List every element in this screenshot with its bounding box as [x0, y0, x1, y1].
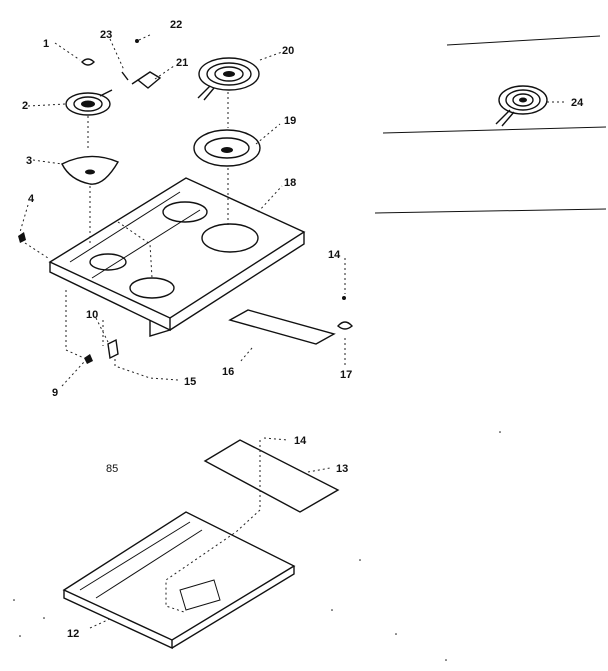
part-17-clip [337, 321, 353, 330]
callout-9: 9 [52, 387, 58, 399]
callout-24: 24 [571, 97, 584, 109]
part-19-drip-pan-large [193, 129, 261, 167]
part-2-surface-element-small [65, 89, 113, 116]
part-22-screw [135, 39, 139, 43]
scan-speckles [13, 431, 501, 661]
callout-13: 13 [336, 463, 348, 475]
callout-21: 21 [176, 57, 188, 69]
callout-22: 22 [170, 19, 182, 31]
callout-3: 3 [26, 155, 32, 167]
part-10-bracket [107, 338, 119, 360]
part-12-bottom-pan [62, 511, 296, 650]
part-16-channel [228, 309, 336, 345]
callout-4: 4 [28, 193, 35, 205]
part-9-screw [84, 354, 93, 364]
callout-14-upper: 14 [328, 249, 341, 261]
callout-17: 17 [340, 369, 352, 381]
callout-14-lower: 14 [294, 435, 307, 447]
callout-19: 19 [284, 115, 296, 127]
part-23-wire [121, 71, 129, 81]
section-code: 85 [106, 463, 118, 475]
inset-frame [374, 35, 607, 214]
part-13-plate [203, 439, 340, 513]
callout-1: 1 [43, 38, 49, 50]
callout-18: 18 [284, 177, 296, 189]
part-4-screw [18, 232, 26, 243]
callout-12: 12 [67, 628, 79, 640]
assembly-leader-lines-lower [89, 437, 331, 629]
part-21-terminal-block [131, 71, 162, 89]
callout-20: 20 [282, 45, 294, 57]
callout-16: 16 [222, 366, 234, 378]
part-14-screw-upper [342, 296, 346, 300]
part-1-clip [81, 58, 95, 66]
part-18-main-top [48, 177, 306, 337]
part-3-drip-pan-small [61, 155, 120, 185]
callout-10: 10 [86, 309, 98, 321]
part-24-surface-element-large [495, 85, 548, 127]
part-20-surface-element-large [197, 57, 260, 101]
assembly-leader-lines-upper [19, 33, 346, 387]
callout-2: 2 [22, 100, 28, 112]
callout-23: 23 [100, 29, 112, 41]
callout-15: 15 [184, 376, 196, 388]
